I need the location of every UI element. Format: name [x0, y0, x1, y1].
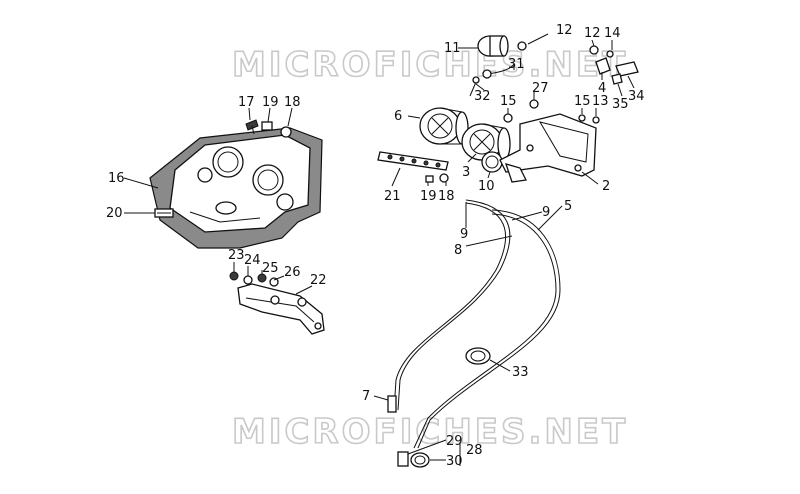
bracket-screw-part-23: [229, 271, 239, 281]
grommet-part-18-right: [439, 173, 449, 183]
callout-33: 33: [512, 365, 529, 380]
seal-ring-part-30: [410, 452, 430, 468]
switch-part-14: [606, 50, 614, 58]
cable-fitting-part-7: [387, 395, 397, 413]
callout-6: 6: [394, 109, 402, 124]
nut-part-13: [592, 116, 600, 124]
callout-19-right: 19: [420, 189, 437, 204]
switch-cap-part-35: [611, 73, 623, 85]
callout-25: 25: [262, 261, 279, 276]
callout-18: 18: [284, 95, 301, 110]
switch-body-part-34: [615, 61, 639, 77]
callout-12-right: 12: [584, 26, 601, 41]
callout-13: 13: [592, 94, 609, 109]
callout-2: 2: [602, 179, 610, 194]
callout-10: 10: [478, 179, 495, 194]
shroud-grommet-part-18: [280, 126, 292, 138]
callout-8: 8: [454, 243, 462, 258]
shroud-screw-part-17: [245, 119, 259, 135]
callout-15-right: 15: [574, 94, 591, 109]
callout-20: 20: [106, 206, 123, 221]
switch-part-4: [595, 57, 611, 75]
nut-part-19-right: [425, 175, 434, 183]
callout-22: 22: [310, 273, 327, 288]
callout-23: 23: [228, 248, 245, 263]
tachometer-part-6: [419, 107, 469, 145]
warning-lamp-part-11: [477, 35, 509, 57]
bracket-washer-part-24: [243, 275, 253, 285]
callout-15: 15: [500, 94, 517, 109]
instrument-shroud: [149, 127, 323, 249]
leader-lines: [123, 33, 635, 466]
nut-part-12: [517, 41, 527, 51]
callout-7: 7: [362, 389, 370, 404]
callout-21: 21: [384, 189, 401, 204]
callout-28: 28: [466, 443, 483, 458]
callout-18-right: 18: [438, 189, 455, 204]
callout-11: 11: [444, 41, 461, 56]
callout-35: 35: [612, 97, 629, 112]
callout-34: 34: [628, 89, 645, 104]
instrument-bracket-part-2: [499, 113, 597, 183]
grommet-part-33: [465, 347, 491, 365]
washer-part-15-right: [578, 114, 586, 122]
callout-30: 30: [446, 454, 463, 469]
nut-part-12-right: [589, 45, 599, 55]
gauge-part-10: [481, 151, 503, 173]
callout-14: 14: [604, 26, 621, 41]
callout-9-right: 9: [542, 205, 550, 220]
callout-labels: 11 12 12 14 31 32 27 15 15 13 35 34 4 6 …: [106, 23, 645, 469]
callout-31: 31: [508, 57, 525, 72]
callout-32: 32: [474, 89, 491, 104]
emblem-part-20: [154, 208, 174, 218]
callout-9: 9: [460, 227, 468, 242]
callout-17: 17: [238, 95, 255, 110]
callout-19: 19: [262, 95, 279, 110]
warning-light-strip-part-21: [377, 151, 449, 171]
bracket-nut-part-26: [269, 277, 279, 287]
watermark-top: MICROFICHES.NET: [232, 45, 628, 85]
shroud-nut-part-19: [261, 121, 273, 131]
screw-part-27: [529, 99, 539, 109]
callout-4: 4: [598, 81, 606, 96]
washer-part-15: [503, 113, 513, 123]
callout-29: 29: [446, 434, 463, 449]
cable-end-part-29: [397, 451, 409, 467]
bulb-holder-part-31: [482, 63, 515, 79]
callout-12: 12: [556, 23, 573, 38]
callout-3: 3: [462, 165, 470, 180]
speedometer-cable-part-9: [393, 199, 511, 411]
callout-5: 5: [564, 199, 572, 214]
callout-27: 27: [532, 81, 549, 96]
callout-24: 24: [244, 253, 261, 268]
callout-16: 16: [108, 171, 125, 186]
callout-26: 26: [284, 265, 301, 280]
bulb-part-32: [469, 76, 480, 97]
mounting-bracket-part-22: [237, 283, 325, 335]
tachometer-cable-part-5: [413, 209, 561, 449]
